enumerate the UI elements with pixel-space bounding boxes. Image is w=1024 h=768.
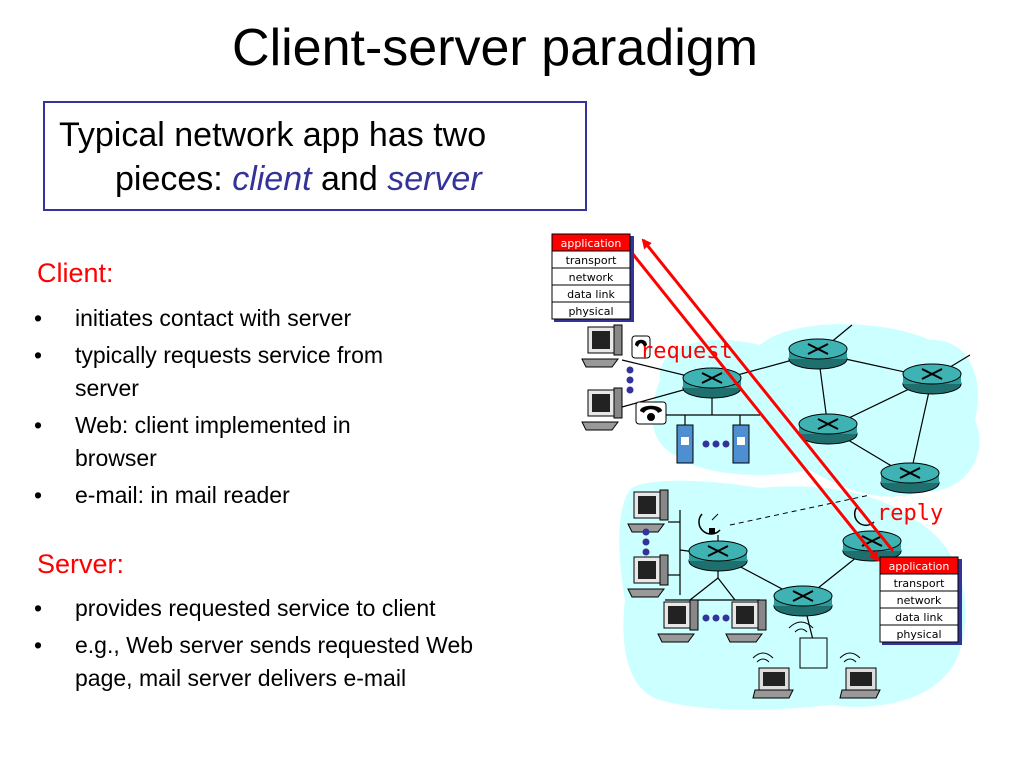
stack-layer-label: transport — [894, 577, 946, 590]
client-protocol-stack: application transport network data link … — [551, 233, 634, 322]
request-arrow — [626, 247, 880, 562]
bullet-marker: • — [34, 632, 43, 658]
stack-layer-physical — [551, 301, 631, 320]
client-bullet-list: • initiates contact with server • typicall… — [0, 302, 383, 516]
desktop-computer-icon — [581, 324, 623, 368]
client-bullet-4-line-1: e-mail: in mail reader — [75, 482, 290, 508]
callout-client-word: client — [232, 160, 312, 198]
client-bullet-1: • initiates contact with server — [0, 302, 383, 335]
server-heading: Server: — [37, 549, 125, 579]
desktop-computer-icon — [627, 554, 669, 598]
laptop-icon — [839, 652, 881, 699]
server-bullet-2-line-1: e.g., Web server sends requested Web — [75, 632, 474, 658]
router-icon — [773, 585, 833, 617]
server-icon — [732, 424, 750, 464]
client-bullet-1-line-1: initiates contact with server — [75, 305, 352, 331]
client-heading: Client: — [37, 258, 114, 288]
server-bullet-1: • provides requested service to client — [0, 592, 473, 625]
stack-layer-label: application — [561, 237, 622, 250]
telephone-icon — [635, 401, 667, 425]
ellipsis-dots — [626, 366, 730, 622]
stack-layer-label: data link — [895, 611, 943, 624]
bullet-marker: • — [34, 595, 43, 621]
client-bullet-3: • Web: client implemented in browser — [0, 409, 383, 475]
client-bullet-2-line-2: server — [75, 375, 139, 401]
client-bullet-3-line-2: browser — [75, 445, 157, 471]
desktop-computer-icon — [725, 599, 767, 643]
stack-layer-label: physical — [896, 628, 941, 641]
stack-layer-label: data link — [567, 288, 615, 301]
stack-layer-label: physical — [568, 305, 613, 318]
server-bullet-2: • e.g., Web server sends requested Web pag… — [0, 629, 473, 695]
bullet-marker: • — [34, 342, 43, 368]
router-icon — [788, 338, 848, 370]
laptop-icon — [752, 652, 794, 699]
telephone-icon — [631, 335, 651, 359]
client-bullet-2-line-1: typically requests service from — [75, 342, 384, 368]
desktop-computer-icon — [657, 599, 699, 643]
router-icon — [682, 367, 742, 399]
client-bullet-2: • typically requests service from server — [0, 339, 383, 405]
server-icon — [676, 424, 694, 464]
server-bullet-list: • provides requested service to client • e… — [0, 592, 473, 699]
client-bullet-3-line-1: Web: client implemented in — [75, 412, 351, 438]
server-bullet-1-line-1: provides requested service to client — [75, 595, 436, 621]
wireless-link-dashed — [729, 494, 871, 526]
server-bullet-2-line-2: page, mail server delivers e-mail — [75, 665, 407, 691]
callout-and-word: and — [311, 160, 388, 198]
router-icon — [880, 462, 940, 494]
router-icon — [798, 413, 858, 445]
callout-line-2: pieces: client and server — [115, 160, 482, 198]
router-icon — [688, 540, 748, 572]
server-protocol-stack: application transport network data link … — [879, 556, 962, 645]
stack-layer-physical — [879, 624, 959, 643]
bullet-marker: • — [34, 305, 43, 331]
base-station-icon — [788, 621, 828, 669]
stack-layer-label: network — [569, 271, 614, 284]
desktop-computer-icon — [627, 489, 669, 533]
reply-arrow — [641, 238, 895, 552]
callout-line-1: Typical network app has two — [59, 116, 487, 154]
router-icon — [902, 363, 962, 395]
desktop-computer-icon — [581, 387, 623, 431]
stack-layer-label: transport — [566, 254, 618, 267]
callout-server-word: server — [387, 160, 482, 198]
bullet-marker: • — [34, 412, 43, 438]
slide-title: Client-server paradigm — [232, 19, 758, 77]
bullet-marker: • — [34, 482, 43, 508]
stack-layer-label: application — [889, 560, 950, 573]
satellite-dish-icon — [698, 513, 721, 535]
callout-box: Typical network app has two pieces: clie… — [43, 101, 587, 211]
reply-label: reply — [877, 501, 943, 526]
stack-layer-label: network — [897, 594, 942, 607]
client-bullet-4: • e-mail: in mail reader — [0, 479, 383, 512]
request-label: request — [640, 339, 733, 364]
callout-prefix: pieces: — [115, 160, 233, 198]
